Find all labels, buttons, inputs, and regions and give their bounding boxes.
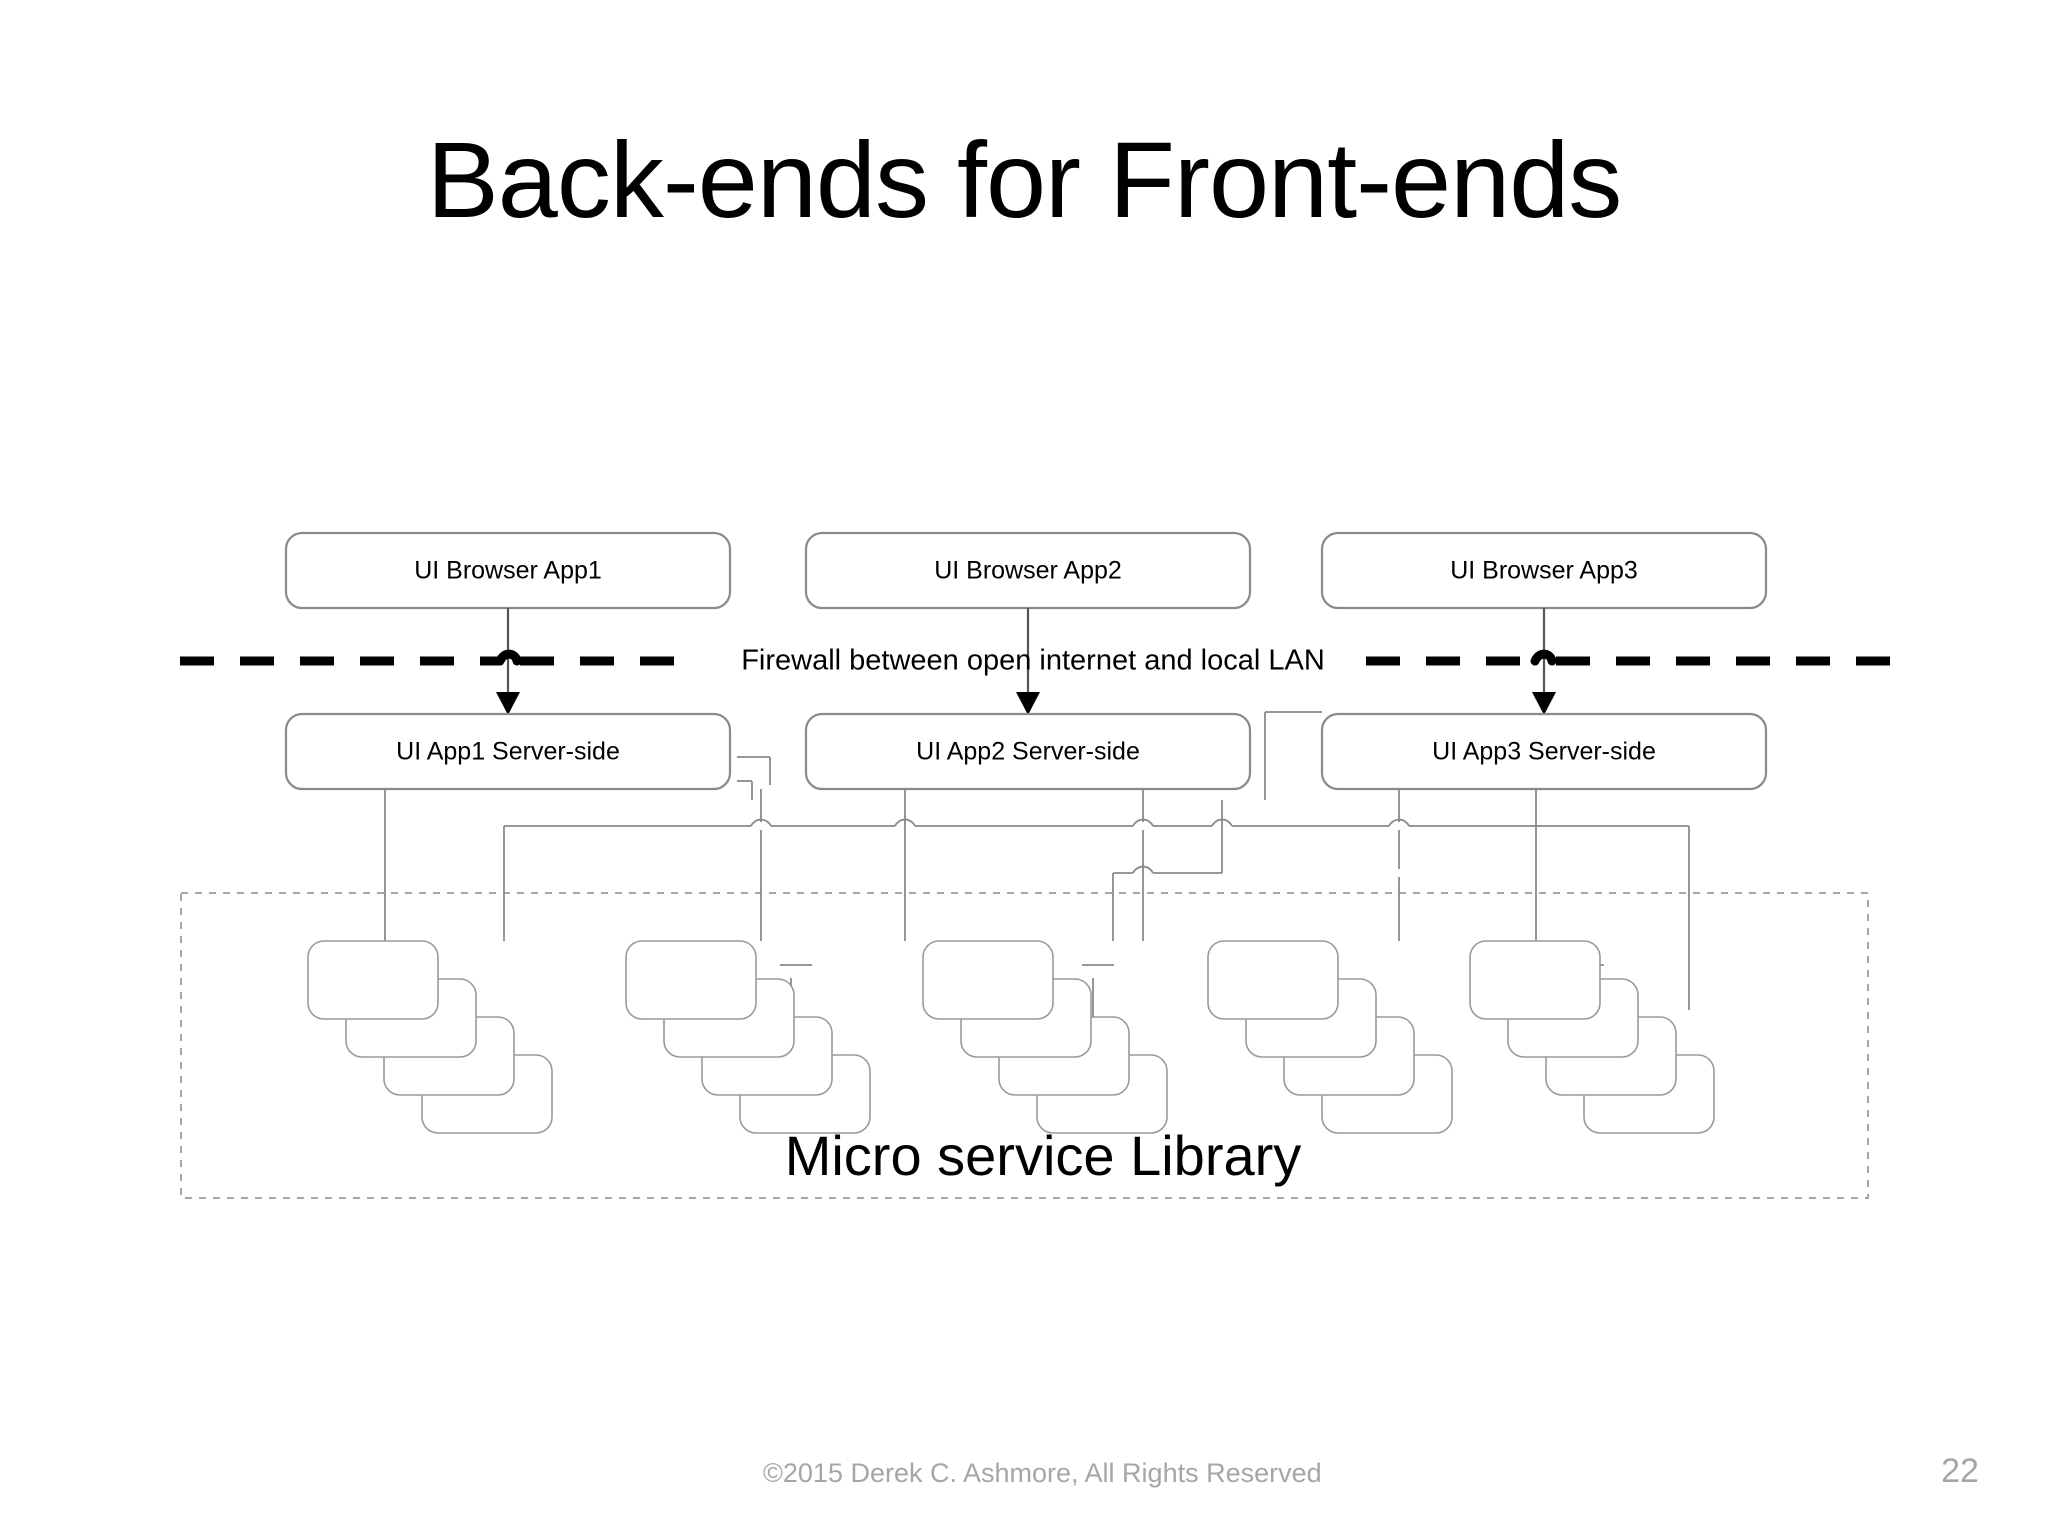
node-label: UI App2 Server-side	[916, 738, 1140, 766]
firewall-boundary: Firewall between open internet and local…	[180, 645, 1890, 677]
node-ui-browser-app3[interactable]: UI Browser App3	[1320, 531, 1768, 610]
micro-service-stacks	[307, 940, 1715, 1134]
micro-service-card	[1469, 940, 1601, 1020]
page-number: 22	[1941, 1452, 1979, 1490]
micro-service-card	[307, 940, 439, 1020]
micro-service-card	[625, 940, 757, 1020]
browser-tier: UI Browser App1 UI Browser App2 UI Brows…	[284, 531, 1768, 610]
micro-service-stack[interactable]	[1207, 940, 1453, 1134]
node-label: UI App3 Server-side	[1432, 738, 1656, 766]
micro-service-library-label: Micro service Library	[785, 1124, 1302, 1187]
node-ui-app2-server-side[interactable]: UI App2 Server-side	[804, 712, 1252, 791]
micro-service-card	[1207, 940, 1339, 1020]
firewall-label: Firewall between open internet and local…	[741, 645, 1325, 677]
micro-service-stack[interactable]	[307, 940, 553, 1134]
node-label: UI Browser App2	[934, 557, 1122, 585]
page-title: Back-ends for Front-ends	[426, 119, 1623, 240]
micro-service-library-frame	[180, 892, 1869, 1199]
node-label: UI Browser App1	[414, 557, 602, 585]
copyright-notice: ©2015 Derek C. Ashmore, All Rights Reser…	[763, 1458, 1322, 1488]
firewall-hop-right	[1530, 649, 1557, 666]
micro-service-card	[922, 940, 1054, 1020]
node-label: UI Browser App3	[1450, 557, 1638, 585]
firewall-hop-left	[495, 649, 522, 666]
node-ui-app1-server-side[interactable]: UI App1 Server-side	[284, 712, 732, 791]
node-ui-browser-app1[interactable]: UI Browser App1	[284, 531, 732, 610]
node-label: UI App1 Server-side	[396, 738, 620, 766]
node-ui-browser-app2[interactable]: UI Browser App2	[804, 531, 1252, 610]
micro-service-stack[interactable]	[625, 940, 871, 1134]
server-tier: UI App1 Server-side UI App2 Server-side …	[284, 712, 1768, 791]
node-ui-app3-server-side[interactable]: UI App3 Server-side	[1320, 712, 1768, 791]
micro-service-stack[interactable]	[922, 940, 1168, 1134]
micro-service-stack[interactable]	[1469, 940, 1715, 1134]
